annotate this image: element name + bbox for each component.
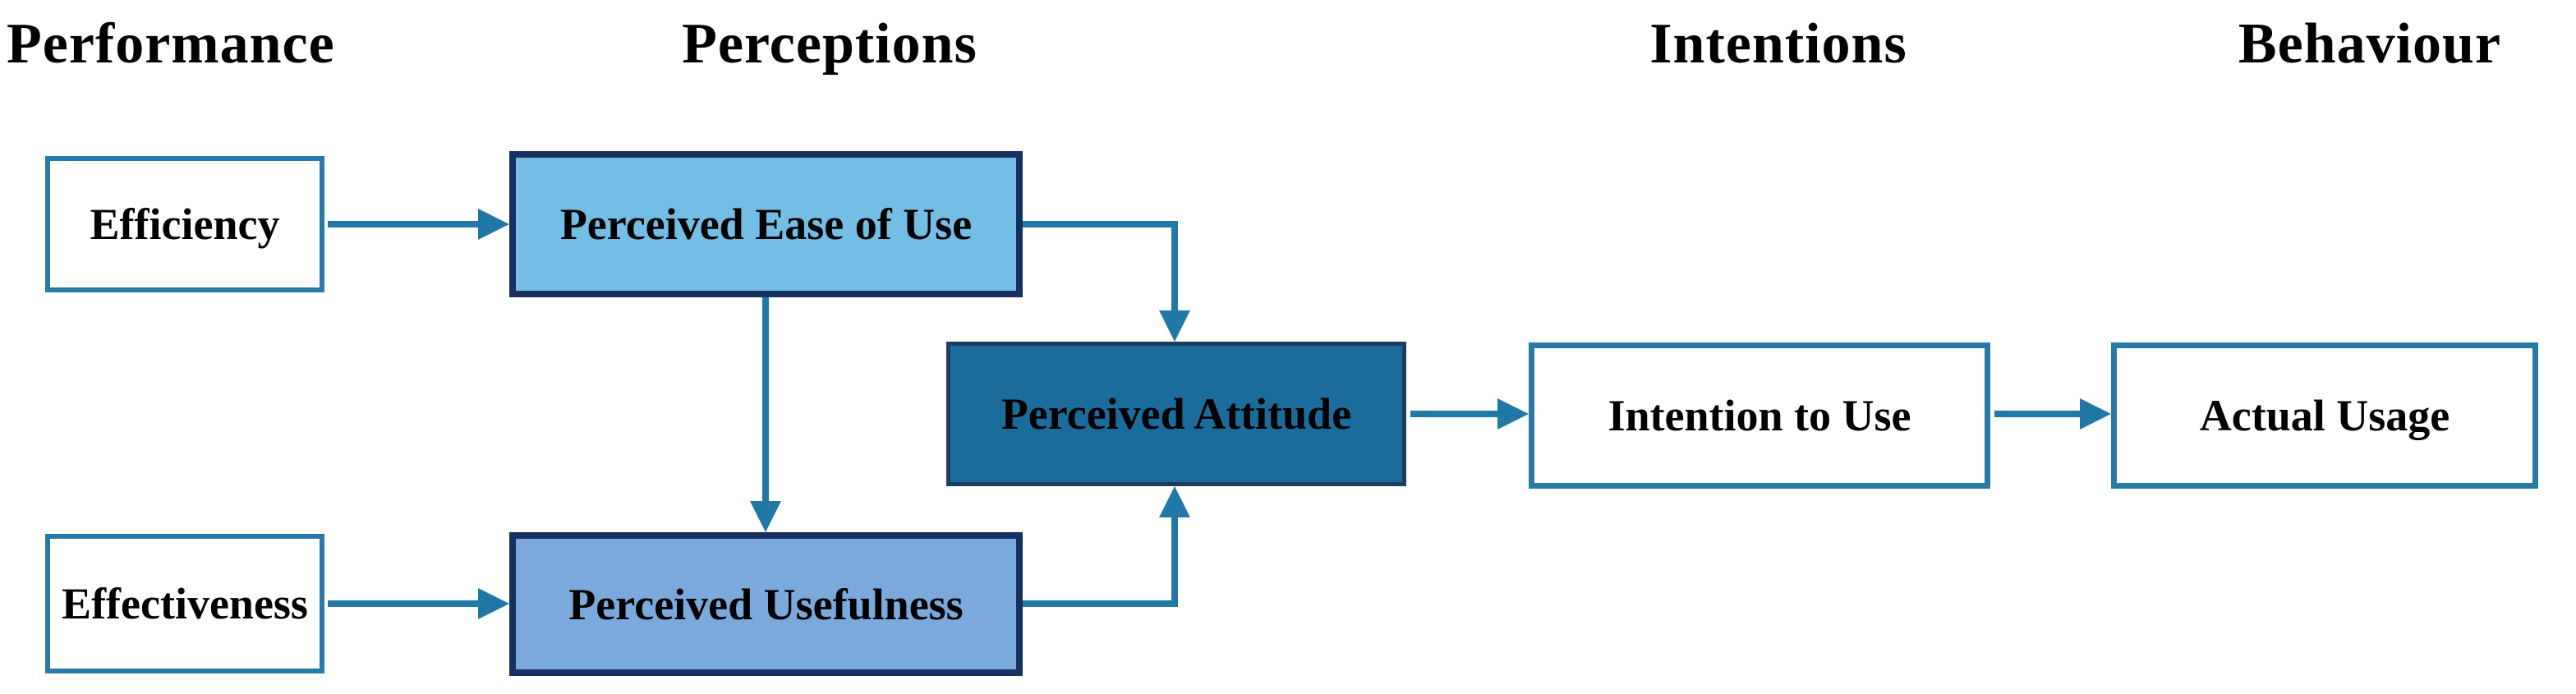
arrow-effectiveness-to-usefulness-line (328, 600, 480, 607)
arrow-intention-to-actual-usage-head-icon (2080, 398, 2111, 430)
column-header-intentions: Intentions (1649, 12, 1907, 76)
arrow-ease-of-use-to-usefulness-line (762, 297, 769, 503)
arrow-ease-of-use-to-usefulness-head-icon (750, 501, 781, 532)
node-actual-usage: Actual Usage (2111, 342, 2538, 489)
arrow-ease-of-use-to-attitude-vline (1171, 221, 1178, 313)
node-effectiveness: Effectiveness (45, 534, 324, 673)
node-intention-to-use: Intention to Use (1529, 342, 1990, 489)
node-perceived-usefulness: Perceived Usefulness (509, 532, 1023, 676)
arrow-effectiveness-to-usefulness-head-icon (478, 588, 509, 619)
column-header-perceptions: Perceptions (682, 12, 978, 76)
arrow-usefulness-to-attitude-vline (1171, 516, 1178, 607)
node-intention-to-use-label: Intention to Use (1608, 391, 1911, 440)
arrow-attitude-to-intention-line (1410, 411, 1499, 417)
node-perceived-ease-of-use: Perceived Ease of Use (509, 151, 1023, 297)
arrow-intention-to-actual-usage-line (1994, 411, 2082, 417)
node-efficiency-label: Efficiency (90, 200, 280, 249)
arrow-efficiency-to-ease-of-use-head-icon (478, 209, 509, 240)
column-header-behaviour: Behaviour (2238, 12, 2502, 76)
node-efficiency: Efficiency (45, 156, 324, 292)
column-header-performance: Performance (7, 12, 335, 76)
node-perceived-attitude-label: Perceived Attitude (1000, 389, 1352, 439)
arrow-efficiency-to-ease-of-use-line (328, 221, 480, 228)
node-actual-usage-label: Actual Usage (2199, 391, 2450, 440)
arrow-ease-of-use-to-attitude-hline (1023, 221, 1178, 228)
arrow-usefulness-to-attitude-hline (1023, 600, 1178, 607)
arrow-usefulness-to-attitude-head-icon (1159, 486, 1190, 517)
node-effectiveness-label: Effectiveness (62, 579, 308, 628)
node-perceived-attitude: Perceived Attitude (946, 342, 1406, 486)
arrow-attitude-to-intention-head-icon (1497, 398, 1529, 430)
node-perceived-ease-of-use-label: Perceived Ease of Use (559, 200, 973, 249)
node-perceived-usefulness-label: Perceived Usefulness (568, 579, 964, 629)
arrow-ease-of-use-to-attitude-head-icon (1159, 310, 1190, 342)
